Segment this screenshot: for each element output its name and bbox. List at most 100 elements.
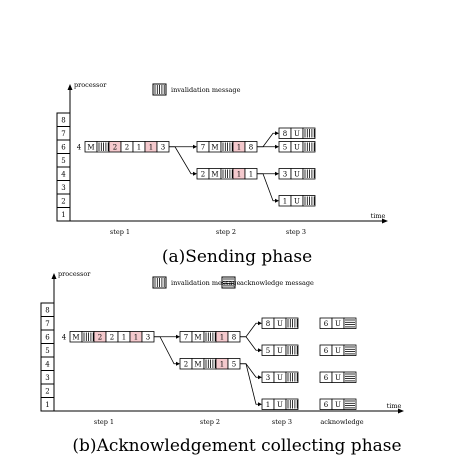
hatch-cell [343,344,357,356]
cell-label: 1 [149,144,153,152]
legend-invalidation: invalidation message [152,276,241,289]
x-axis-label: time [387,402,402,410]
processor-label: 8 [61,117,65,125]
connector-arrowhead [275,171,279,176]
cell-label: 5 [266,347,270,355]
legend-invalidation: invalidation message [152,83,241,96]
cell-label: 1 [266,401,270,409]
cell-label: 1 [220,334,224,342]
connector-arrowhead [275,144,279,149]
legend-label-invalidation: invalidation message [171,86,241,94]
hatch-cell [302,141,316,153]
hatch-cell [343,317,357,329]
cell-label: U [294,198,300,206]
leading-label: 4 [62,334,67,342]
legend-acknowledge: acknowledge message [221,276,314,289]
legend-swatch-invalidation [152,276,167,289]
step-label: step 1 [94,418,114,426]
cell-label: 2 [201,171,205,179]
cell-label: U [294,171,300,179]
step-label: step 3 [272,418,292,426]
y-axis-label: processor [58,270,91,278]
legend-label-acknowledge: acknowledge message [240,279,314,287]
hatch-cell [302,168,316,180]
cell-label: U [335,347,341,355]
cell-label: 8 [232,334,236,342]
hatch-cell [285,317,299,329]
cell-label: U [294,130,300,138]
cell-label: U [335,401,341,409]
processor-label: 3 [45,374,49,382]
hatch-cell [285,398,299,410]
hatch-cell [302,195,316,207]
connector-arrowhead [193,144,197,149]
cell-label: 3 [146,334,150,342]
leading-label: 4 [77,144,82,152]
processor-label: 1 [61,211,65,219]
caption-sending-phase: (a)Sending phase [161,247,313,267]
step-label: step 3 [286,228,306,236]
cell-label: 2 [125,144,129,152]
caption-acknowledgement-phase: (b)Acknowledgement collecting phase [72,436,402,456]
connector-arrowhead [176,361,180,366]
hatch-cell [302,127,316,139]
connector-arrowhead [193,171,197,176]
cell-label: 6 [324,401,329,409]
cell-label: 8 [266,320,270,328]
cell-label: M [194,361,201,369]
legend-swatch-invalidation [152,83,167,96]
x-axis-arrowhead [382,218,388,224]
processor-label: 6 [61,144,66,152]
processor-label: 2 [45,388,49,396]
step-label: step 2 [200,418,220,426]
cell-label: M [211,171,218,179]
cell-label: 2 [98,334,102,342]
cell-label: 1 [237,171,241,179]
x-axis-arrowhead [398,408,404,414]
hatch-cell [285,371,299,383]
step-label: step 1 [110,228,130,236]
cell-label: U [277,374,283,382]
cell-label: 5 [232,361,236,369]
cell-label: 1 [220,361,224,369]
cell-label: 5 [283,144,287,152]
processor-label: 5 [45,347,49,355]
cell-label: 1 [283,198,287,206]
connector-line [240,363,259,378]
processor-label: 2 [61,198,65,206]
hatch-cell [343,371,357,383]
y-axis-arrowhead [51,273,57,279]
processor-label: 8 [45,307,49,315]
hatch-cell [285,344,299,356]
cell-label: 3 [161,144,165,152]
hatch-cell [343,398,357,410]
connector-arrowhead [258,348,262,353]
connector-line [169,146,194,175]
x-axis-label: time [371,212,386,220]
connector-line [257,173,276,202]
cell-label: 3 [283,171,287,179]
connector-arrowhead [258,402,262,407]
connector-arrowhead [275,131,279,136]
cell-label: 7 [201,144,205,152]
